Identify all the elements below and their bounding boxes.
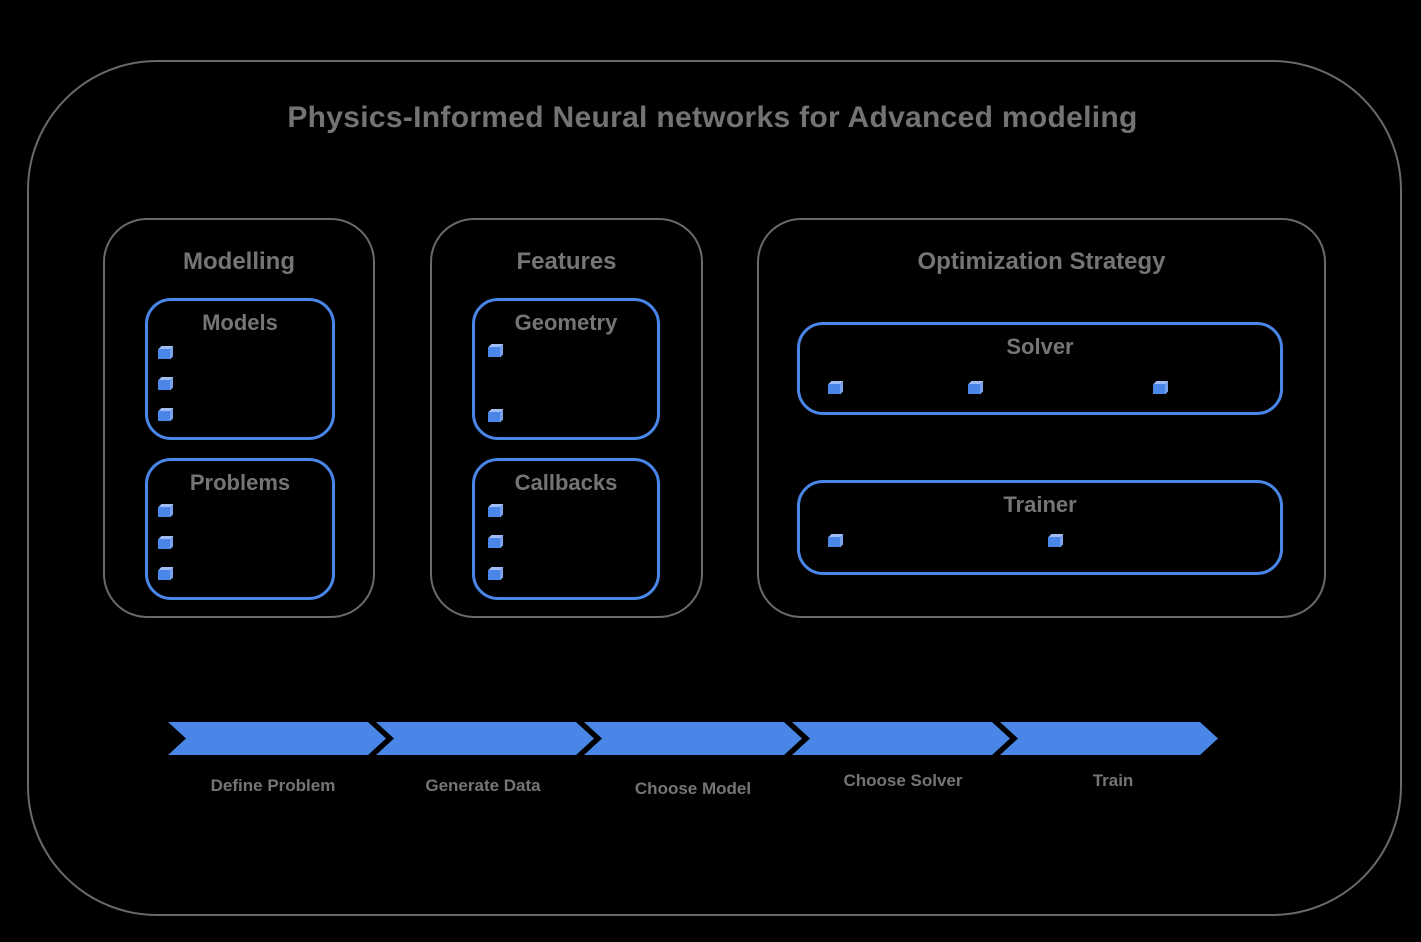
- box-trainer-title: Trainer: [1003, 492, 1077, 517]
- box-problems-title: Problems: [189, 470, 291, 495]
- diagram-frame: [27, 60, 1402, 916]
- process-step-choose-model: Choose Model: [634, 779, 752, 798]
- box-problems: Problems: [145, 458, 335, 600]
- group-modelling: Modelling Models Problems: [103, 218, 375, 618]
- box-callbacks-bullets: [475, 461, 657, 597]
- cube-bullet-icon: [488, 538, 500, 548]
- process-step-generate-data: Generate Data: [425, 776, 541, 795]
- cube-bullet-icon: [488, 507, 500, 517]
- cube-bullet-icon: [158, 507, 170, 517]
- cube-bullet-icon: [968, 384, 980, 394]
- process-step-choose-solver: Choose Solver: [843, 771, 963, 790]
- group-optimization-strategy: Optimization Strategy Solver Trainer: [757, 218, 1326, 618]
- cube-bullet-icon: [488, 412, 500, 422]
- process-step-define-problem: Define Problem: [210, 776, 336, 795]
- cube-bullet-icon: [1048, 537, 1060, 547]
- box-trainer-bullets: [800, 483, 1280, 572]
- box-geometry-bullets: [475, 301, 657, 437]
- box-models: Models: [145, 298, 335, 440]
- diagram-title: Physics-Informed Neural networks for Adv…: [287, 101, 1138, 134]
- process-arrow-segment: [792, 722, 1010, 755]
- box-solver: Solver: [797, 322, 1283, 415]
- cube-bullet-icon: [158, 539, 170, 549]
- process-flow-labels: Define Problem Generate Data Choose Mode…: [168, 771, 1218, 798]
- group-features-title: Features: [516, 248, 617, 275]
- cube-bullet-icon: [158, 411, 170, 421]
- cube-bullet-icon: [488, 347, 500, 357]
- group-features: Features Geometry Callbacks: [430, 218, 703, 618]
- box-models-title: Models: [202, 310, 278, 335]
- process-arrow-segment: [584, 722, 802, 755]
- cube-bullet-icon: [828, 384, 840, 394]
- group-optimization-strategy-title: Optimization Strategy: [917, 248, 1166, 275]
- process-arrow-segment: [1000, 722, 1218, 755]
- cube-bullet-icon: [158, 570, 170, 580]
- process-flow-arrow: [168, 722, 1218, 755]
- cube-bullet-icon: [158, 349, 170, 359]
- box-geometry: Geometry: [472, 298, 660, 440]
- box-geometry-title: Geometry: [514, 310, 618, 335]
- box-callbacks-title: Callbacks: [514, 470, 618, 495]
- process-arrow-segment: [376, 722, 594, 755]
- cube-bullet-icon: [488, 570, 500, 580]
- box-solver-title: Solver: [1006, 334, 1074, 359]
- box-problems-bullets: [148, 461, 332, 597]
- process-step-train: Train: [1092, 771, 1134, 790]
- group-modelling-title: Modelling: [183, 248, 295, 275]
- cube-bullet-icon: [1153, 384, 1165, 394]
- box-callbacks: Callbacks: [472, 458, 660, 600]
- cube-bullet-icon: [158, 380, 170, 390]
- box-models-bullets: [148, 301, 332, 437]
- cube-bullet-icon: [828, 537, 840, 547]
- process-arrow-segment: [168, 722, 386, 755]
- box-trainer: Trainer: [797, 480, 1283, 575]
- box-solver-bullets: [800, 325, 1280, 412]
